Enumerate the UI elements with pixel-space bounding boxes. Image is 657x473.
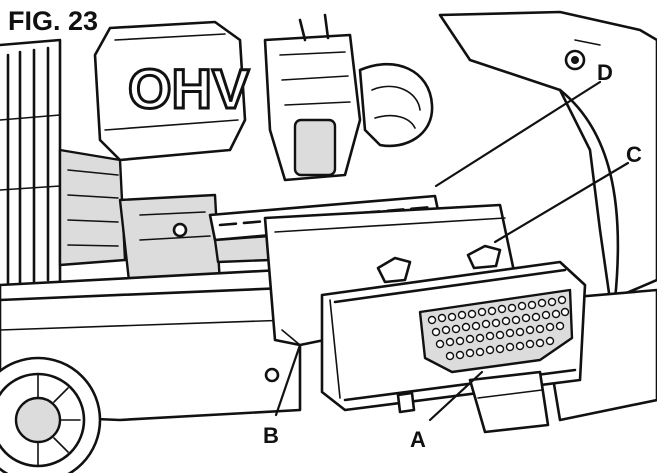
engine-background: OHV [0, 10, 657, 307]
engine-marking: OHV [128, 57, 249, 120]
leader-lines [274, 80, 630, 422]
callout-label-b: B [263, 423, 279, 448]
callout-label-d: D [597, 60, 613, 85]
leader-line-b [274, 343, 302, 417]
leader-line-d [434, 80, 602, 188]
figure-title: FIG. 23 [8, 6, 98, 36]
callout-label-c: C [626, 142, 642, 167]
leader-line-a [428, 370, 484, 422]
engine-cover [93, 20, 247, 162]
chassis [0, 268, 657, 473]
latch-clip-right [466, 244, 502, 270]
grille-holes [427, 295, 570, 361]
air-filter-cover-a [320, 244, 587, 434]
callout-label-a: A [410, 427, 426, 452]
leader-line-c [493, 161, 630, 244]
latch-clip-left [376, 256, 412, 284]
